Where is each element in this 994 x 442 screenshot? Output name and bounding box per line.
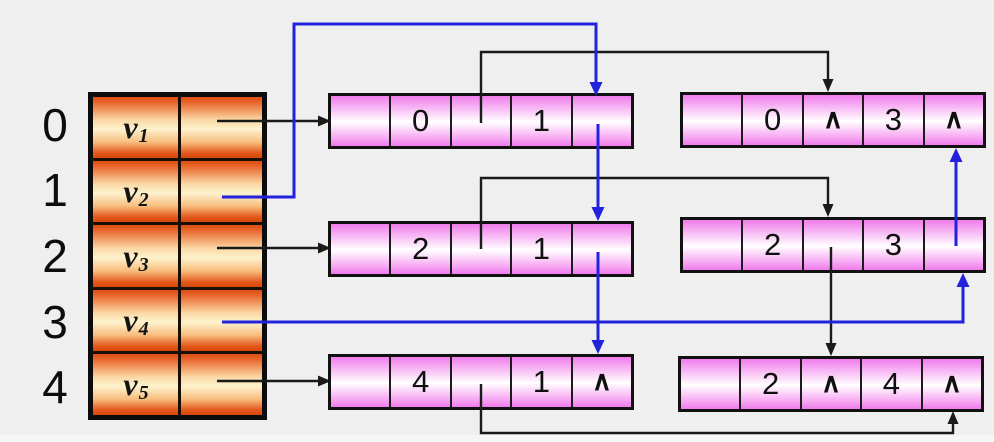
node-cell: 2 [389, 224, 450, 274]
vertex-label-base: v [123, 109, 138, 146]
row-index-3: 3 [42, 296, 68, 348]
edge-node-0-3: 0 ∧ 3 ∧ [680, 92, 986, 148]
node-cell: ∧ [922, 95, 984, 145]
node-cell: ∧ [570, 357, 632, 407]
node-cell [331, 357, 390, 407]
row-index-1: 1 [42, 164, 68, 216]
vertex-label-base: v [123, 173, 138, 210]
node-cell [683, 95, 742, 145]
node-cell: 1 [510, 357, 571, 407]
arrowhead [822, 204, 834, 217]
node-cell [570, 96, 632, 146]
node-cell: 3 [862, 95, 923, 145]
node-cell [449, 96, 511, 146]
node-cell [449, 224, 511, 274]
vertex-pointer-cell-0 [181, 97, 262, 159]
node-cell: 1 [510, 224, 571, 274]
vertex-pointer-cell-4 [181, 353, 262, 416]
pointer-v4-to-node23 [222, 287, 965, 324]
node-cell: 0 [741, 95, 802, 145]
node-cell: ∧ [799, 359, 861, 409]
edge-node-0-1: 0 1 [328, 93, 634, 149]
bottom-strip [0, 435, 994, 442]
arrowhead [949, 148, 963, 162]
edge-node-2-1: 2 1 [328, 221, 634, 277]
node-cell: 0 [389, 96, 450, 146]
node-cell: 1 [510, 96, 571, 146]
node-cell [331, 96, 390, 146]
vertex-label-sub: 5 [138, 381, 149, 404]
vertex-pointer-cell-2 [181, 225, 262, 287]
edge-node-2-4: 2 ∧ 4 ∧ [678, 356, 984, 412]
node-cell [922, 220, 984, 270]
arrowhead [822, 79, 834, 92]
vertex-pointer-cell-1 [181, 161, 262, 223]
arrowhead [591, 207, 605, 221]
node-cell [570, 224, 632, 274]
node-cell [449, 357, 511, 407]
node-cell [331, 224, 390, 274]
arrowhead [825, 343, 837, 356]
vertex-label-sub: 2 [138, 189, 149, 212]
node-cell: 3 [862, 220, 923, 270]
node-cell: 4 [389, 357, 450, 407]
vertex-label-sub: 4 [138, 317, 149, 340]
vertex-label-base: v [123, 237, 138, 274]
node-cell: ∧ [801, 95, 863, 145]
arrowhead [591, 340, 605, 354]
vertex-pointer-cell-3 [181, 289, 262, 351]
arrowhead [956, 273, 970, 287]
edge-node-2-3: 2 3 [680, 217, 986, 273]
node-cell [801, 220, 863, 270]
node-cell [681, 359, 740, 409]
row-index-2: 2 [42, 230, 68, 282]
row-index-4: 4 [42, 361, 68, 413]
node-cell: 4 [860, 359, 921, 409]
node-cell: ∧ [920, 359, 982, 409]
row-index-0: 0 [42, 99, 68, 151]
node-cell: 2 [741, 220, 802, 270]
arrowhead [947, 411, 959, 424]
node-cell [683, 220, 742, 270]
vertex-label-base: v [123, 365, 138, 402]
vertex-label-sub: 1 [138, 125, 149, 148]
vertex-label-sub: 3 [138, 253, 149, 276]
node-cell: 2 [739, 359, 800, 409]
vertex-label-base: v [123, 301, 138, 338]
edge-node-4-1: 4 1 ∧ [328, 354, 634, 410]
